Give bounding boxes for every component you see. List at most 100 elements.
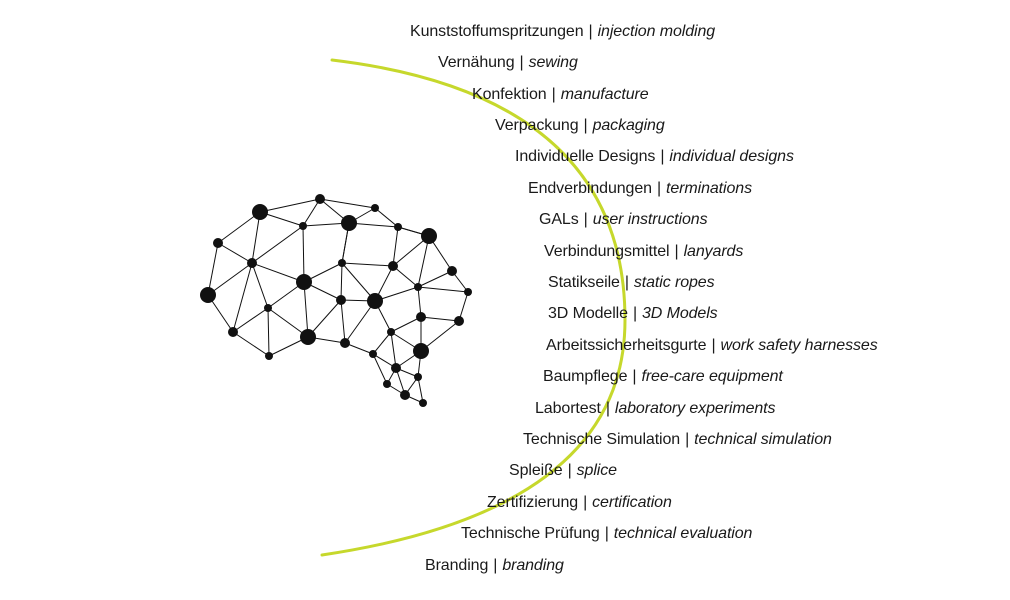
brain-edge	[217, 242, 253, 264]
item-english: individual designs	[669, 148, 794, 165]
item-separator: |	[588, 23, 593, 40]
item-separator: |	[519, 54, 524, 71]
list-item: Zertifizierung|certification	[487, 493, 672, 513]
item-english: laboratory experiments	[614, 400, 776, 417]
item-separator: |	[632, 305, 637, 322]
item-english: manufacture	[560, 86, 649, 103]
brain-edge	[372, 353, 388, 385]
item-separator: |	[605, 400, 610, 417]
item-separator: |	[583, 211, 588, 228]
list-item: Baumpflege|free-care equipment	[543, 367, 783, 387]
item-german: Verbindungsmittel	[544, 243, 670, 260]
item-german: Branding	[425, 557, 489, 574]
brain-edge	[217, 211, 261, 244]
brain-node	[228, 327, 238, 337]
brain-edge	[303, 281, 309, 338]
item-german: 3D Modelle	[548, 305, 628, 322]
brain-edge	[319, 198, 376, 209]
item-english: terminations	[666, 180, 752, 197]
item-english: static ropes	[633, 274, 715, 291]
brain-node	[413, 343, 429, 359]
list-item: Labortest|laboratory experiments	[535, 399, 776, 419]
item-german: GALs	[539, 211, 579, 228]
list-item: 3D Modelle|3D Models	[548, 304, 718, 324]
item-separator: |	[656, 180, 662, 197]
brain-node	[454, 316, 464, 326]
brain-edge	[374, 207, 399, 228]
item-english: user instructions	[592, 211, 708, 228]
brain-edge	[417, 286, 422, 318]
list-item: Spleiße|splice	[509, 461, 617, 481]
item-separator: |	[660, 148, 665, 165]
list-item: Branding|branding	[425, 556, 564, 576]
brain-node	[416, 312, 426, 322]
item-german: Baumpflege	[543, 368, 628, 385]
list-item: Vernähung|sewing	[438, 53, 578, 73]
item-separator: |	[567, 462, 572, 479]
brain-edge	[251, 262, 305, 283]
brain-node	[383, 380, 391, 388]
item-english: branding	[502, 557, 564, 574]
list-item: Kunststoffumspritzungen|injection moldin…	[410, 22, 715, 42]
brain-node	[300, 329, 316, 345]
brain-edge	[251, 211, 261, 264]
list-item: Technische Simulation|technical simulati…	[523, 430, 832, 450]
brain-node	[414, 283, 422, 291]
brain-network-icon	[200, 194, 472, 407]
list-item: Verpackung|packaging	[495, 116, 665, 136]
item-german: Individuelle Designs	[515, 148, 656, 165]
list-item: GALs|user instructions	[539, 210, 708, 230]
brain-edge	[344, 342, 374, 355]
brain-node	[200, 287, 216, 303]
brain-edge	[390, 331, 397, 369]
brain-edge	[344, 300, 376, 344]
item-english: lanyards	[683, 243, 744, 260]
brain-node	[447, 266, 457, 276]
list-item: Konfektion|manufacture	[472, 85, 649, 105]
item-german: Konfektion	[472, 86, 547, 103]
brain-edge	[341, 262, 394, 267]
brain-edge	[207, 262, 253, 296]
brain-edge	[392, 226, 399, 267]
brain-edge	[420, 316, 460, 322]
item-english: injection molding	[597, 23, 716, 40]
item-english: certification	[592, 494, 672, 511]
brain-edge	[307, 299, 342, 338]
item-german: Zertifizierung	[487, 494, 579, 511]
item-german: Endverbindungen	[528, 180, 652, 197]
brain-node	[419, 399, 427, 407]
item-german: Labortest	[535, 400, 601, 417]
brain-edge	[341, 262, 376, 302]
brain-node	[336, 295, 346, 305]
brain-node	[464, 288, 472, 296]
item-german: Verpackung	[495, 117, 579, 134]
brain-edge	[420, 320, 460, 352]
brain-node	[213, 238, 223, 248]
brain-edge	[417, 376, 424, 404]
brain-node	[367, 293, 383, 309]
item-german: Technische Prüfung	[461, 525, 600, 542]
brain-edge	[207, 242, 219, 296]
brain-node	[341, 215, 357, 231]
list-item: Individuelle Designs|individual designs	[515, 147, 794, 167]
brain-node	[391, 363, 401, 373]
item-english: work safety harnesses	[720, 337, 878, 354]
item-separator: |	[493, 557, 498, 574]
brain-node	[338, 259, 346, 267]
list-item: Technische Prüfung|technical evaluation	[461, 524, 752, 544]
brain-node	[247, 258, 257, 268]
brain-edge	[348, 222, 399, 228]
brain-node	[400, 390, 410, 400]
brain-edge	[458, 291, 469, 322]
item-english: splice	[576, 462, 617, 479]
item-separator: |	[711, 337, 716, 354]
brain-edge	[302, 225, 305, 283]
brain-node	[264, 304, 272, 312]
item-english: sewing	[528, 54, 578, 71]
brain-node	[299, 222, 307, 230]
brain-node	[252, 204, 268, 220]
brain-edge	[372, 331, 392, 355]
brain-node	[387, 328, 395, 336]
